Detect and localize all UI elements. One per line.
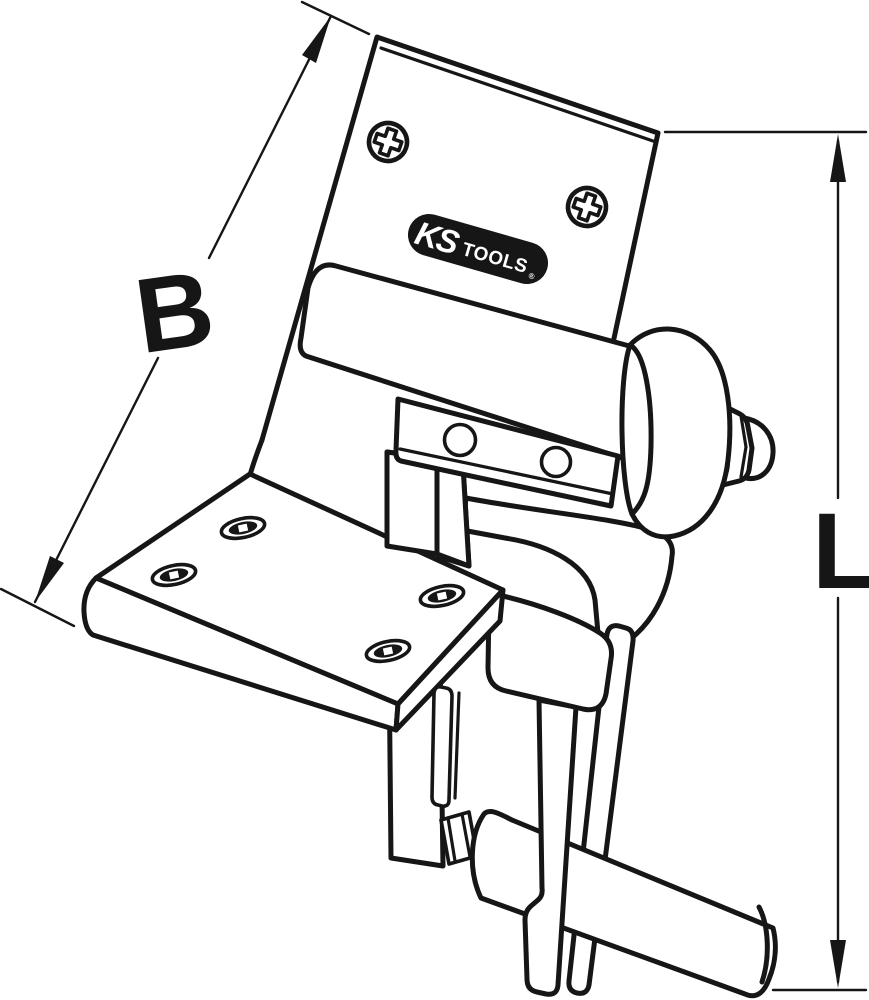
dim-b-ext-bottom: [0, 587, 76, 628]
back-plate-outline: [259, 34, 661, 443]
dimension-b: B: [0, 0, 371, 628]
ks-tools-logo: KS TOOLS ®: [407, 213, 549, 285]
back-plate-top-edge: [379, 46, 655, 143]
clamp-bar-edge: [398, 447, 615, 496]
countersunk-hole: [364, 638, 412, 664]
dim-b-arrow-top: [302, 16, 331, 63]
roller-cylinder: [297, 262, 647, 461]
countersunk-hole: [418, 583, 466, 609]
base-plate-side: [393, 587, 506, 733]
knob-steps: [446, 812, 472, 863]
flange-face-line: [627, 342, 654, 517]
dimension-l: L: [663, 130, 869, 992]
lever-arm: [485, 591, 614, 713]
handle-rod: [469, 809, 778, 999]
slot-wall-line: [453, 691, 461, 800]
phillips-screw: [565, 185, 609, 229]
clamp-bar: [393, 396, 621, 509]
dim-b-arrow-bottom: [35, 556, 64, 602]
handle-rod-end-face: [756, 904, 770, 985]
dim-b-ext-top: [300, 0, 371, 36]
clamp-bar-hole: [539, 445, 573, 479]
dim-l-arrow-bottom: [830, 940, 846, 988]
dim-l-arrow-top: [830, 134, 846, 182]
countersunk-hole: [150, 562, 198, 588]
base-plate: [81, 471, 506, 733]
logo-pill: [407, 213, 549, 285]
clamp-bar-hole: [442, 422, 478, 458]
lever-link: [522, 697, 579, 997]
base-plate-front: [81, 575, 401, 733]
clamp-screw-knob: [439, 810, 479, 866]
dim-l-label: L: [812, 490, 869, 611]
adjustment-slot: [430, 685, 461, 808]
logo-registered-mark: ®: [527, 271, 535, 281]
flange-assembly: [619, 326, 776, 540]
hex-nut-facet: [739, 414, 748, 479]
dim-b-label: B: [129, 249, 221, 377]
column-upper: [384, 449, 472, 569]
phillips-screw: [366, 120, 410, 164]
handle-rod-body: [469, 809, 778, 999]
back-plate-bend: [247, 437, 265, 478]
countersunk-hole: [219, 515, 267, 541]
clamp-arm: [459, 495, 675, 658]
